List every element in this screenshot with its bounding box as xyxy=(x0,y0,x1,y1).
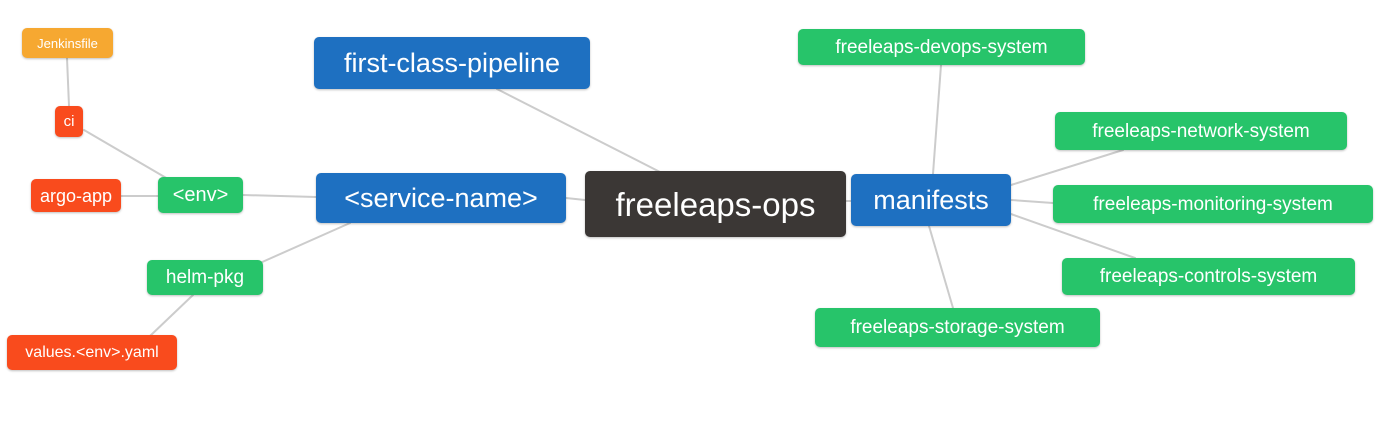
mindmap-node-values-env-yaml[interactable]: values.<env>.yaml xyxy=(7,335,177,370)
mindmap-node-monitoring-system[interactable]: freeleaps-monitoring-system xyxy=(1053,185,1373,223)
mindmap-node-manifests[interactable]: manifests xyxy=(851,174,1011,226)
edge-service-name-to-freeleaps-ops xyxy=(565,197,586,201)
edge-ci-to-env xyxy=(83,129,169,180)
edge-env-to-service-name xyxy=(242,194,317,198)
edge-manifests-to-monitoring-system xyxy=(1010,199,1054,204)
edge-manifests-to-devops-system xyxy=(932,64,942,175)
mindmap-node-freeleaps-ops[interactable]: freeleaps-ops xyxy=(585,171,846,237)
mindmap-node-controls-system[interactable]: freeleaps-controls-system xyxy=(1062,258,1355,295)
mindmap-node-first-class-pipeline[interactable]: first-class-pipeline xyxy=(314,37,590,89)
mindmap-node-network-system[interactable]: freeleaps-network-system xyxy=(1055,112,1347,150)
mindmap-node-devops-system[interactable]: freeleaps-devops-system xyxy=(798,29,1085,65)
edge-helm-pkg-to-values-env-yaml xyxy=(149,294,194,337)
mindmap-node-argo-app[interactable]: argo-app xyxy=(31,179,121,212)
mindmap-node-jenkinsfile[interactable]: Jenkinsfile xyxy=(22,28,113,58)
edge-jenkinsfile-to-ci xyxy=(66,57,70,107)
edge-manifests-to-storage-system xyxy=(928,225,954,309)
mindmap-node-helm-pkg[interactable]: helm-pkg xyxy=(147,260,263,295)
mindmap-node-ci[interactable]: ci xyxy=(55,106,83,137)
edge-manifests-to-controls-system xyxy=(1010,213,1136,259)
edge-service-name-to-helm-pkg xyxy=(259,222,351,264)
edge-manifests-to-network-system xyxy=(1010,149,1124,186)
mindmap-node-service-name[interactable]: <service-name> xyxy=(316,173,566,223)
mindmap-node-env[interactable]: <env> xyxy=(158,177,243,213)
edge-first-class-pipeline-to-freeleaps-ops xyxy=(496,88,661,173)
mindmap-node-storage-system[interactable]: freeleaps-storage-system xyxy=(815,308,1100,347)
